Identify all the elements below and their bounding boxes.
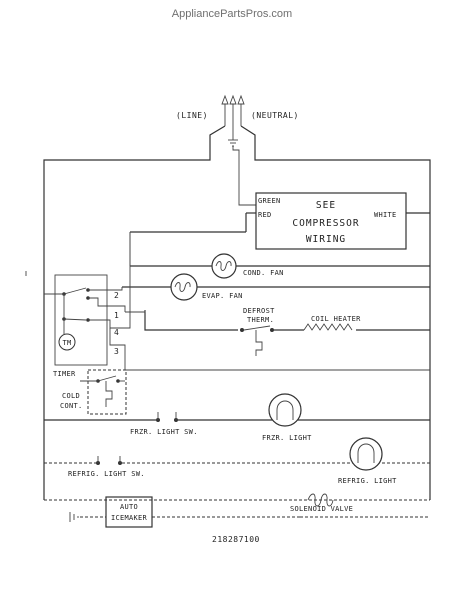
wiring-label: WIRING <box>306 234 346 245</box>
cond-fan-coil-icon <box>215 261 232 271</box>
line-bus-wire <box>43 125 226 500</box>
cold-label: COLD <box>62 392 80 400</box>
icemaker-ground-icon <box>69 512 79 522</box>
icemaker-box <box>105 496 153 528</box>
timer-contacts <box>62 287 110 334</box>
watermark: AppliancePartsPros.com <box>172 8 292 20</box>
cont-label: CONT. <box>60 402 83 410</box>
frzr-light-label: FRZR. LIGHT <box>262 434 312 442</box>
terminal-block: 2 1 4 3 <box>114 291 119 356</box>
refrig-light-label: REFRIG. LIGHT <box>338 477 397 485</box>
defrost-therm-icon <box>240 325 274 356</box>
neutral-bus-wire <box>240 125 431 500</box>
see-label: SEE <box>316 200 336 211</box>
timer-label: TIMER <box>53 370 76 378</box>
compressor-label: COMPRESSOR <box>292 218 359 229</box>
frzr-light-bulb-icon <box>268 393 302 427</box>
evap-fan-coil-icon <box>174 282 191 292</box>
evap-fan-label: EVAP. FAN <box>202 292 243 300</box>
refrig-light-bulb-icon <box>349 437 383 471</box>
timer-output-wires <box>100 232 146 329</box>
frzr-light-switch <box>156 412 178 422</box>
terminal-4: 4 <box>114 328 119 337</box>
power-plug <box>221 94 245 140</box>
red-label: RED <box>258 211 272 219</box>
compressor-box <box>255 192 407 250</box>
coil-heater-icon <box>303 323 353 331</box>
frzr-light-sw-label: FRZR. LIGHT SW. <box>130 428 198 436</box>
timer-motor-icon <box>58 333 76 351</box>
refrig-light-sw-label: REFRIG. LIGHT SW. <box>68 470 145 478</box>
timer-motor-label: TM <box>62 339 71 347</box>
therm-label: THERM. <box>247 316 274 324</box>
neutral-label: (NEUTRAL) <box>251 111 299 120</box>
evap-fan-motor-icon <box>170 273 198 301</box>
terminal-2: 2 <box>114 291 119 300</box>
green-wire <box>232 146 256 206</box>
coil-heater-label: COIL HEATER <box>311 315 361 323</box>
ground-symbol <box>228 139 238 147</box>
solenoid-valve-icon <box>307 493 334 507</box>
terminal-1: 1 <box>114 311 119 320</box>
line-label: (LINE) <box>176 111 208 120</box>
solenoid-valve-label: SOLENOID VALVE <box>290 505 353 513</box>
part-number: 218287100 <box>212 535 260 544</box>
cold-control-box <box>87 369 127 415</box>
defrost-wire-left <box>144 310 238 331</box>
terminal-3: 3 <box>114 347 119 356</box>
auto-label: AUTO <box>120 503 138 511</box>
defrost-label: DEFROST <box>243 307 275 315</box>
cond-fan-label: COND. FAN <box>243 269 284 277</box>
cond-fan-motor-icon <box>211 253 237 279</box>
refrig-light-switch <box>96 456 122 465</box>
refrig-light-filament-icon <box>357 443 375 463</box>
cold-control-switch <box>80 375 125 407</box>
cold-cont-row-wire <box>109 328 430 371</box>
green-label: GREEN <box>258 197 281 205</box>
icemaker-label: ICEMAKER <box>111 514 148 522</box>
frzr-light-filament-icon <box>276 400 294 420</box>
white-label: WHITE <box>374 211 397 219</box>
